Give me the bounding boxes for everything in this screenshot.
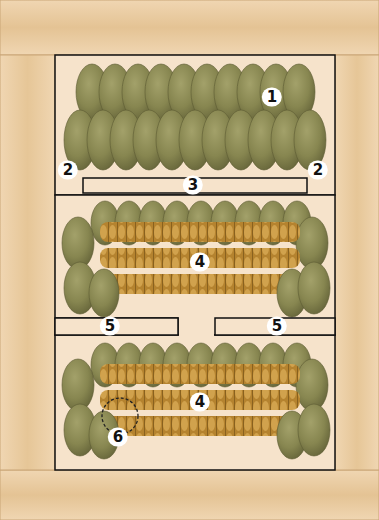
nucleosome-bead (298, 262, 330, 314)
nucleosome-bead (296, 217, 328, 269)
nucleosome-bead (62, 217, 94, 269)
nucleosome-bead (296, 359, 328, 411)
nucleosome-bead (89, 269, 119, 317)
nucleosome-bead (298, 404, 330, 456)
nucleosome-bead (62, 359, 94, 411)
